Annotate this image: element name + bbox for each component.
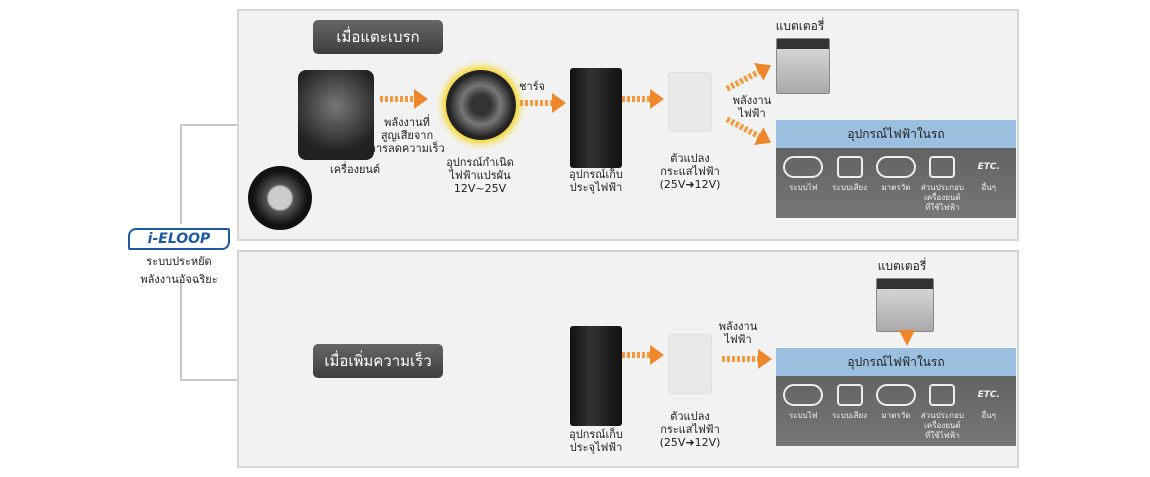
bracket-line <box>180 379 237 381</box>
braking-title: เมื่อแตะเบรก <box>313 20 443 54</box>
gauge-icon <box>875 156 916 178</box>
wheel-image <box>248 166 312 230</box>
device-gauges: มาตรวัด <box>873 384 919 441</box>
battery-image <box>876 278 934 332</box>
i-eloop-logo: i-ELOOP ระบบประหยัด พลังงานอัจฉริยะ <box>128 228 230 288</box>
capacitor-label: อุปกรณ์เก็บ ประจุไฟฟ้า <box>569 168 623 194</box>
device-lights: ระบบไฟ <box>780 156 826 213</box>
battery-label: แบตเตอรี่ <box>877 259 927 273</box>
device-label: ระบบไฟ <box>788 411 818 420</box>
device-label: ระบบไฟ <box>788 183 818 192</box>
engine-part-icon <box>929 384 956 406</box>
battery-image <box>776 38 830 94</box>
device-engine-parts: ส่วนประกอบ เครื่องยนต์ ที่ใช้ไฟฟ้า <box>919 156 965 213</box>
device-label: อื่นๆ <box>981 411 997 420</box>
alternator-image <box>446 70 516 140</box>
capacitor-image <box>570 326 622 426</box>
devices-box: อุปกรณ์ไฟฟ้าในรถ ระบบไฟ ระบบเสียง มาตรวั… <box>776 120 1016 218</box>
capacitor-label: อุปกรณ์เก็บ ประจุไฟฟ้า <box>569 428 623 454</box>
arrow-icon <box>722 349 772 369</box>
battery-label: แบตเตอรี่ <box>775 19 825 33</box>
arrow-icon <box>380 89 428 109</box>
arrow-down-icon <box>899 330 915 346</box>
accel-title: เมื่อเพิ่มความเร็ว <box>313 344 443 378</box>
arrow-icon <box>622 345 664 365</box>
etc-icon: ETC. <box>977 162 1000 172</box>
device-audio: ระบบเสียง <box>827 384 873 441</box>
device-gauges: มาตรวัด <box>873 156 919 213</box>
device-label: ระบบเสียง <box>832 411 868 420</box>
arrow-icon <box>520 93 566 113</box>
converter-label: ตัวแปลง กระแสไฟฟ้า (25V➜12V) <box>659 410 721 449</box>
lost-energy-label: พลังงานที่ สูญเสียจาก การลดความเร็ว <box>369 116 445 155</box>
device-label: มาตรวัด <box>881 183 911 192</box>
power-label: พลังงาน ไฟฟ้า <box>732 94 772 120</box>
logo-text: i-ELOOP <box>128 228 230 250</box>
converter-label: ตัวแปลง กระแสไฟฟ้า (25V➜12V) <box>659 152 721 191</box>
bracket-line <box>180 124 237 126</box>
converter-image <box>668 334 712 394</box>
device-label: ส่วนประกอบ เครื่องยนต์ ที่ใช้ไฟฟ้า <box>920 183 964 212</box>
logo-subtitle: พลังงานอัจฉริยะ <box>140 273 218 286</box>
arrow-icon <box>622 89 664 109</box>
converter-image <box>668 72 712 132</box>
device-label: อื่นๆ <box>981 183 997 192</box>
engine-image <box>298 70 374 160</box>
devices-title: อุปกรณ์ไฟฟ้าในรถ <box>776 348 1016 376</box>
bracket-line <box>180 124 182 224</box>
devices-box: อุปกรณ์ไฟฟ้าในรถ ระบบไฟ ระบบเสียง มาตรวั… <box>776 348 1016 446</box>
gauge-icon <box>875 384 916 406</box>
charge-label: ชาร์จ <box>519 80 545 93</box>
engine-part-icon <box>929 156 956 178</box>
headlight-icon <box>783 384 824 406</box>
power-label: พลังงาน ไฟฟ้า <box>718 320 758 346</box>
logo-subtitle: ระบบประหยัด <box>146 255 212 268</box>
device-other: ETC. อื่นๆ <box>966 384 1012 441</box>
audio-icon <box>836 156 863 178</box>
device-lights: ระบบไฟ <box>780 384 826 441</box>
capacitor-image <box>570 68 622 168</box>
bracket-line <box>180 282 182 380</box>
device-engine-parts: ส่วนประกอบ เครื่องยนต์ ที่ใช้ไฟฟ้า <box>919 384 965 441</box>
engine-label: เครื่องยนต์ <box>329 163 381 176</box>
device-label: มาตรวัด <box>881 411 911 420</box>
audio-icon <box>836 384 863 406</box>
device-audio: ระบบเสียง <box>827 156 873 213</box>
devices-title: อุปกรณ์ไฟฟ้าในรถ <box>776 120 1016 148</box>
headlight-icon <box>783 156 824 178</box>
device-label: ส่วนประกอบ เครื่องยนต์ ที่ใช้ไฟฟ้า <box>920 411 964 440</box>
alternator-label: อุปกรณ์กำเนิด ไฟฟ้าแปรผัน 12V~25V <box>446 156 514 195</box>
device-label: ระบบเสียง <box>832 183 868 192</box>
etc-icon: ETC. <box>977 390 1000 400</box>
device-other: ETC. อื่นๆ <box>966 156 1012 213</box>
